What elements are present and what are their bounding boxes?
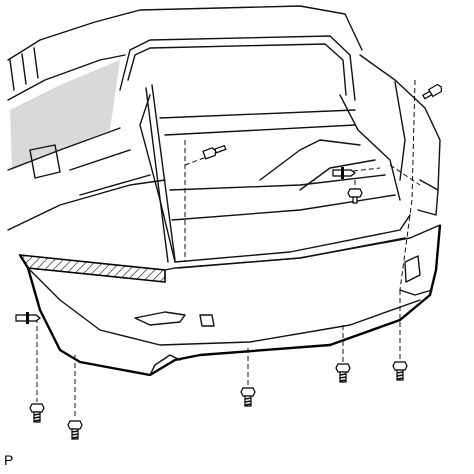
vehicle-body	[7, 5, 441, 231]
hatched-section	[18, 254, 166, 283]
figure-code: P	[4, 452, 14, 468]
clip-right-trunk	[332, 167, 356, 179]
screw-trunk-left	[202, 144, 227, 160]
bolt-lower-right	[335, 363, 351, 383]
screw-top-right	[422, 83, 443, 100]
bolt-lower-left	[29, 403, 45, 423]
trunk-opening	[119, 35, 411, 269]
rear-bumper-cover	[18, 224, 442, 377]
bolt-lower-left-2	[67, 420, 83, 440]
clip-left	[15, 312, 41, 324]
bolt-lower-far-right	[392, 361, 408, 381]
bolt-lower-center	[240, 387, 256, 407]
screw-right-trunk	[347, 188, 363, 204]
leader-lines	[36, 79, 421, 418]
